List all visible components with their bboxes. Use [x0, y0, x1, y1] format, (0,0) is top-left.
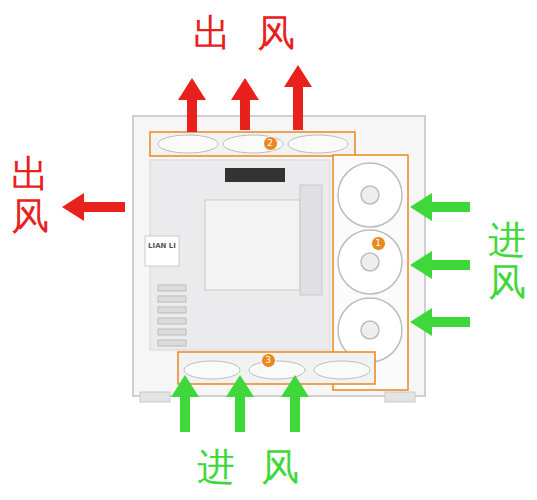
cable-cutout: [225, 168, 285, 182]
top-fans: [158, 135, 348, 153]
bottom-fan-bracket: [178, 352, 375, 384]
cable-grommets: [300, 185, 322, 295]
exhaust-arrows: [62, 65, 312, 221]
exhaust-label: 出风: [166, 13, 322, 55]
case-body: [133, 116, 425, 396]
callout-text: 2: [267, 139, 273, 148]
callout-number: 1: [371, 236, 386, 251]
intake-arrows: [171, 193, 470, 432]
callout-number: 2: [263, 136, 278, 151]
intake-label: 进风: [170, 447, 326, 489]
logo-plate: [145, 236, 179, 266]
callout-text: 3: [265, 356, 271, 365]
front-fans: [338, 163, 402, 362]
top-fan-bracket: [150, 132, 355, 156]
intake-label: 进风: [488, 220, 526, 304]
bottom-fans: [184, 361, 370, 379]
brand-logo: LIAN LI: [148, 243, 176, 250]
motherboard-tray: [205, 200, 300, 290]
callout-text: 1: [375, 239, 381, 248]
pcie-slots: [158, 285, 186, 346]
exhaust-label: 出风: [11, 154, 49, 238]
callout-number: 3: [261, 353, 276, 368]
